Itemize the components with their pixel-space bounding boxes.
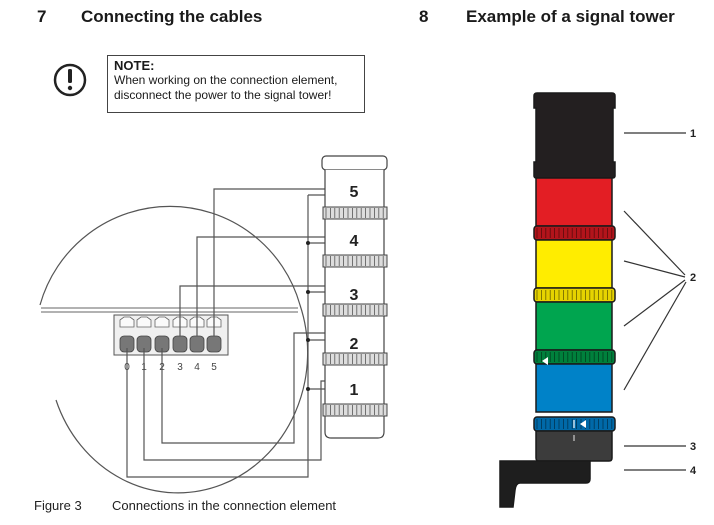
section-8-number: 8 bbox=[419, 7, 429, 26]
note-line-1: When working on the connection element, bbox=[114, 73, 338, 87]
tower-bracket bbox=[499, 460, 591, 508]
terminal-clamp bbox=[136, 316, 152, 328]
section-7-title: Connecting the cables bbox=[81, 7, 263, 26]
terminal-button bbox=[206, 335, 222, 353]
wire-0 bbox=[126, 348, 309, 478]
tower-red-module bbox=[535, 177, 613, 227]
terminal-label: 3 bbox=[177, 362, 183, 373]
terminal-clamp bbox=[119, 316, 135, 328]
module-label: 4 bbox=[350, 233, 359, 250]
terminal-label: 2 bbox=[159, 362, 165, 373]
module-label: 2 bbox=[350, 336, 359, 353]
terminal-clamp bbox=[154, 316, 170, 328]
wire-3 bbox=[179, 285, 336, 336]
tower-yellow-module bbox=[535, 239, 613, 289]
module-label: 3 bbox=[350, 287, 359, 304]
tower-green-module bbox=[535, 301, 613, 351]
callout-label: 2 bbox=[690, 272, 696, 284]
wires bbox=[126, 188, 336, 478]
module-ring bbox=[322, 352, 388, 366]
tower-cap bbox=[533, 92, 616, 179]
arrow-marker-blue bbox=[580, 420, 586, 428]
module-label: 1 bbox=[350, 382, 359, 399]
module-ring bbox=[322, 254, 388, 268]
terminal-button bbox=[172, 335, 188, 353]
tower-base bbox=[535, 430, 613, 462]
figure-caption-text: Connections in the connection element bbox=[112, 498, 337, 513]
module-label: 5 bbox=[350, 184, 359, 201]
connection-element bbox=[113, 314, 229, 356]
terminal-label: 4 bbox=[194, 362, 200, 373]
tower-drawing bbox=[321, 155, 388, 439]
junction-dots bbox=[306, 241, 310, 391]
terminal-label: 1 bbox=[141, 362, 147, 373]
tower-blue-module bbox=[535, 363, 613, 413]
note-line-2: disconnect the power to the signal tower… bbox=[114, 88, 332, 102]
callout-label: 3 bbox=[690, 441, 696, 453]
wire-5 bbox=[213, 188, 336, 336]
module-ring bbox=[322, 206, 388, 220]
module-ring bbox=[322, 403, 388, 417]
terminal-button bbox=[189, 335, 205, 353]
note-box: NOTE: When working on the connection ele… bbox=[107, 55, 365, 113]
signal-tower bbox=[499, 92, 616, 508]
module-ring bbox=[322, 303, 388, 317]
callout-label: 4 bbox=[690, 465, 697, 477]
exclamation-circle-icon bbox=[53, 63, 87, 97]
wire-2 bbox=[161, 332, 336, 444]
note-label: NOTE: bbox=[114, 58, 155, 73]
terminal-label: 0 bbox=[124, 362, 130, 373]
callout-label: 1 bbox=[690, 128, 696, 140]
arrow-marker-green bbox=[542, 357, 548, 365]
section-7-number: 7 bbox=[37, 7, 47, 26]
callout-lines bbox=[623, 132, 687, 471]
figure-caption-number: Figure 3 bbox=[34, 498, 82, 513]
wire-4 bbox=[196, 236, 336, 336]
section-8-title: Example of a signal tower bbox=[466, 7, 675, 26]
terminal-label: 5 bbox=[211, 362, 217, 373]
